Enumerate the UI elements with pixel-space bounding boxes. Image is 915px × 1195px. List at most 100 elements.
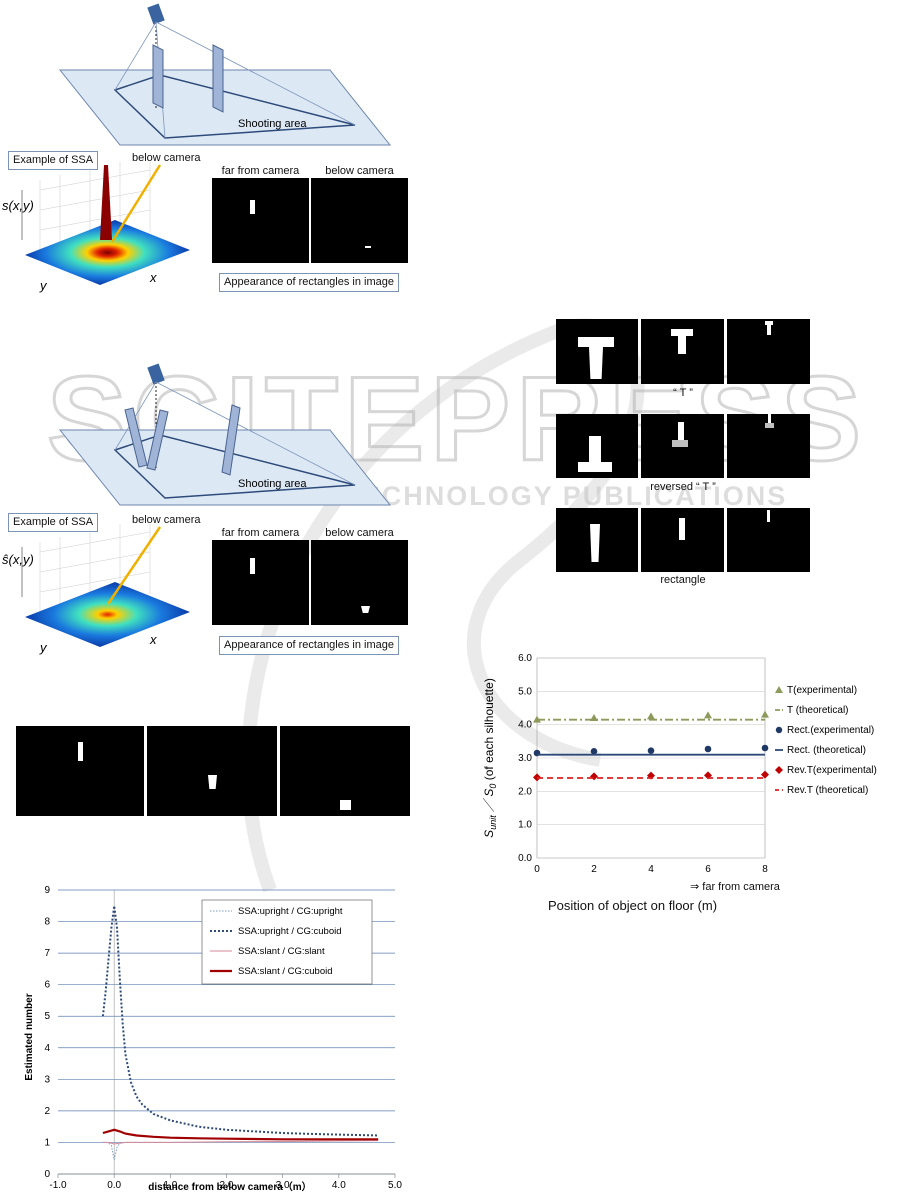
legend-swatch	[775, 766, 783, 774]
y-tick-label: 4.0	[518, 720, 532, 731]
y-tick-label: 7	[44, 948, 50, 959]
below-camera-arrow-label-b: below camera	[132, 514, 201, 526]
legend-label: Rev.T(experimental)	[787, 765, 877, 776]
legend-item: SSA:upright / CG:cuboid	[210, 926, 342, 937]
image-far-b	[212, 540, 309, 625]
y-tick-label: 3	[44, 1074, 50, 1085]
y-tick-label: 0	[44, 1169, 50, 1180]
legend-item: SSA:slant / CG:cuboid	[210, 966, 333, 977]
ratio-chart-xnote: ⇒ far from camera	[690, 881, 780, 893]
legend-label: T (theoretical)	[787, 705, 849, 716]
x-tick-label: 2.0	[220, 1180, 234, 1191]
legend-label: T(experimental)	[787, 685, 857, 696]
appearance-caption-a: Appearance of rectangles in image	[219, 273, 399, 292]
x-tick-label: 5.0	[388, 1180, 402, 1191]
y-tick-label: 3.0	[518, 753, 532, 764]
y-tick-label: 8	[44, 917, 50, 928]
scene-b-diagram: Shooting area	[58, 363, 392, 506]
axis-y-label-a: y	[39, 278, 48, 293]
legend-item: Rev.T (theoretical)	[775, 785, 868, 796]
series-line-0	[102, 1139, 379, 1160]
data-point	[761, 710, 769, 718]
legend-item: SSA:upright / CG:upright	[210, 906, 343, 917]
legend-label: SSA:slant / CG:slant	[238, 946, 325, 957]
ssa-label-a: Example of SSA	[8, 151, 99, 170]
reversed-t-image-2	[641, 414, 724, 478]
axis-y-label-b: y	[39, 640, 48, 655]
series-4	[533, 770, 769, 782]
legend-label: SSA:slant / CG:cuboid	[238, 966, 333, 977]
x-tick-label: 2	[591, 864, 597, 875]
data-point	[647, 747, 655, 754]
rect-image-1	[556, 508, 638, 572]
ratio-chart-yticks: 0.01.02.03.04.05.06.0	[518, 653, 532, 864]
reversed-t-caption: reversed “ T ”	[650, 481, 716, 493]
rect-caption: rectangle	[660, 574, 706, 586]
estimated-chart-series	[101, 905, 379, 1160]
axis-s-label-a: s(x,y)	[2, 198, 34, 213]
legend-item: T(experimental)	[775, 685, 857, 696]
legend-swatch	[775, 686, 783, 693]
shooting-area-label-b: Shooting area	[238, 478, 307, 490]
series-line-2	[102, 1140, 379, 1145]
camera-icon	[147, 3, 165, 25]
image-far-a	[212, 178, 309, 263]
legend-label: SSA:upright / CG:upright	[238, 906, 343, 917]
x-tick-label: 0.0	[107, 1180, 121, 1191]
ratio-chart-ylabel: Sunit ／ S0 (of each silhouette)	[482, 678, 498, 838]
legend-swatch	[775, 726, 783, 734]
legend-item: Rect. (theoretical)	[775, 745, 866, 756]
axis-x-label-b: x	[149, 632, 157, 647]
legend-label: Rev.T (theoretical)	[787, 785, 868, 796]
far-caption-a: far from camera	[221, 165, 300, 177]
data-point	[647, 771, 655, 780]
rect-image-2	[641, 508, 724, 572]
far-caption-b: far from camera	[221, 527, 300, 539]
below-caption-b: below camera	[325, 527, 394, 539]
x-tick-label: 1.0	[163, 1180, 177, 1191]
legend-item: T (theoretical)	[775, 705, 849, 716]
t-image-3	[727, 319, 810, 384]
legend-label: Rect. (theoretical)	[787, 745, 866, 756]
x-tick-label: 6	[705, 864, 711, 875]
ssa-surface-plot-a: s(x,y) x y	[2, 162, 190, 293]
legend-item: Rev.T(experimental)	[775, 765, 877, 776]
data-point	[590, 748, 598, 755]
t-caption: “ T ”	[673, 387, 693, 399]
data-point	[761, 744, 769, 752]
y-tick-label: 4	[44, 1043, 50, 1054]
data-point	[590, 772, 598, 781]
ratio-chart-legend: T(experimental) T (theoretical) Rect.(expe…	[775, 685, 877, 796]
y-tick-label: 0.0	[518, 853, 532, 864]
image-row-3	[280, 726, 410, 816]
x-tick-label: 4	[648, 864, 654, 875]
figure-b: Shooting area Example of SSA below camer…	[0, 360, 430, 660]
series-line-1	[101, 905, 379, 1137]
axis-x-label-a: x	[149, 270, 157, 285]
y-tick-label: 1	[44, 1137, 50, 1148]
axis-s-label-b: ŝ(x,y)	[2, 552, 34, 567]
data-point	[761, 770, 769, 779]
image-row-2	[147, 726, 277, 816]
ratio-chart-xlabel: Position of object on floor (m)	[548, 898, 718, 913]
x-tick-label: -1.0	[49, 1180, 67, 1191]
x-tick-label: 4.0	[332, 1180, 346, 1191]
reversed-t-image-1	[556, 414, 638, 478]
y-tick-label: 2	[44, 1106, 50, 1117]
rect-image-3	[727, 508, 810, 572]
image-row-1	[16, 726, 144, 816]
y-tick-label: 1.0	[518, 820, 532, 831]
ssa-surface-plot-b: ŝ(x,y) x y	[2, 524, 190, 655]
reversed-t-image-3	[727, 414, 810, 478]
y-tick-label: 6	[44, 980, 50, 991]
below-caption-a: below camera	[325, 165, 394, 177]
y-tick-label: 5.0	[518, 686, 532, 697]
y-tick-label: 9	[44, 885, 50, 896]
figure-a: Shooting area Example of SSA below camer…	[0, 0, 430, 300]
legend-label: Rect.(experimental)	[787, 725, 874, 736]
